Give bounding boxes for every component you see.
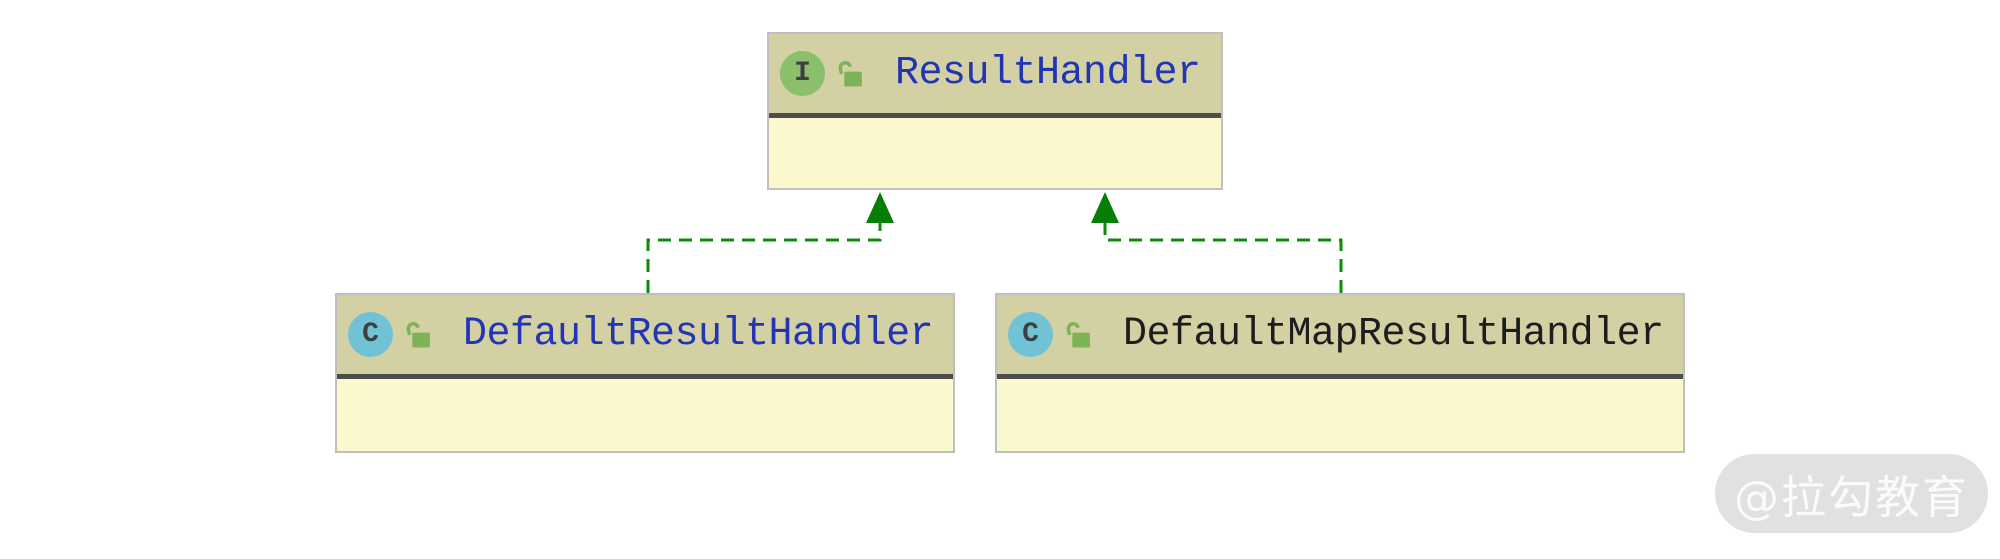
class-icon: C: [348, 312, 393, 357]
interface-icon: I: [780, 51, 825, 96]
watermark-badge: @拉勾教育: [1715, 454, 1988, 533]
node-members-compartment: [337, 379, 953, 451]
class-icon-letter: C: [362, 319, 379, 350]
watermark-text: @拉勾教育: [1733, 471, 1969, 524]
node-header: C DefaultMapResultHandler: [997, 295, 1683, 379]
node-default-map-result-handler[interactable]: C DefaultMapResultHandler: [995, 293, 1685, 453]
node-title: DefaultMapResultHandler: [1123, 312, 1664, 357]
realization-arrowhead-right: [1091, 192, 1119, 223]
realization-arrowhead-left: [866, 192, 894, 223]
node-header: C DefaultResultHandler: [337, 295, 953, 379]
node-result-handler[interactable]: I ResultHandler: [767, 32, 1223, 190]
node-title: ResultHandler: [895, 51, 1201, 96]
class-icon: C: [1008, 312, 1053, 357]
interface-icon-letter: I: [794, 58, 811, 89]
realization-edge-left: [646, 222, 882, 293]
realization-edge-right: [1103, 222, 1343, 293]
public-unlocked-icon: [1066, 322, 1090, 348]
node-default-result-handler[interactable]: C DefaultResultHandler: [335, 293, 955, 453]
node-title: DefaultResultHandler: [463, 312, 934, 357]
node-members-compartment: [997, 379, 1683, 451]
node-header: I ResultHandler: [769, 34, 1221, 118]
public-unlocked-icon: [838, 61, 862, 87]
node-members-compartment: [769, 118, 1221, 188]
public-unlocked-icon: [406, 322, 430, 348]
class-icon-letter: C: [1022, 319, 1039, 350]
